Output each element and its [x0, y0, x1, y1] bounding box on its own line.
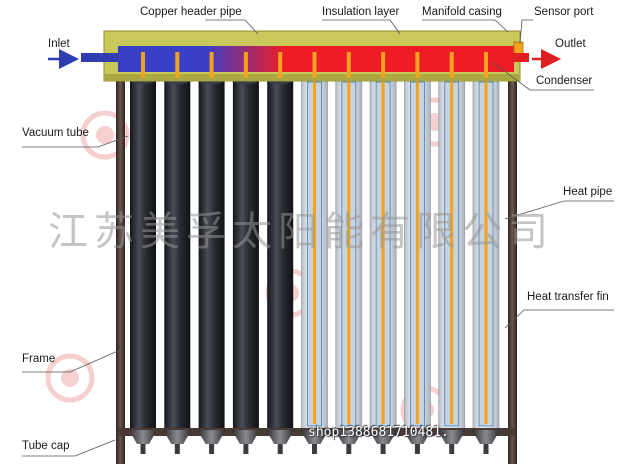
glass-tube: [403, 77, 431, 431]
condenser: [346, 52, 351, 78]
logo-watermark-icon: [45, 353, 95, 403]
leader-condenser: [491, 61, 594, 91]
leader-lines: [22, 19, 614, 457]
label-outlet: Outlet: [555, 38, 586, 50]
heat-pipe: [484, 78, 488, 424]
leader-manifold-casing: [422, 19, 509, 33]
company-watermark: 江苏美孚太阳能有限公司: [48, 209, 554, 255]
manifold-casing-shadow: [104, 74, 520, 81]
condenser: [415, 52, 420, 78]
condenser: [209, 52, 214, 78]
condenser: [141, 52, 145, 78]
glass-tube: [472, 77, 500, 431]
frame-post-right: [508, 80, 517, 464]
condenser: [484, 52, 488, 78]
condenser: [381, 52, 386, 78]
tube-row: [130, 76, 500, 431]
tube-cap: [163, 430, 192, 454]
tube-cap: [437, 430, 466, 454]
tube-cap: [266, 430, 295, 454]
heat-pipe: [347, 78, 351, 424]
tube-cap: [129, 430, 157, 454]
tube-cap: [369, 430, 398, 454]
condenser: [312, 52, 317, 78]
tube-cap: [197, 430, 226, 454]
outlet-pipe: [513, 53, 529, 62]
label-insulation-layer: Insulation layer: [322, 6, 400, 18]
glass-tube: [438, 77, 466, 431]
leader-vacuum-tube: [22, 135, 129, 148]
leader-heat-transfer-fin: [504, 309, 614, 329]
condenser: [243, 52, 248, 78]
label-condenser: Condenser: [536, 75, 593, 87]
frame-post-left: [116, 80, 125, 464]
condenser: [175, 52, 180, 78]
glass-tube: [369, 77, 397, 431]
tube-cap: [403, 430, 432, 454]
inlet-pipe: [81, 53, 119, 62]
label-copper-header-pipe: Copper header pipe: [140, 6, 242, 18]
leader-tube-cap: [22, 439, 116, 457]
heat-pipe: [415, 78, 419, 424]
vacuum-tube: [164, 76, 191, 430]
condenser-row: [141, 52, 488, 78]
leader-copper-header-pipe: [205, 19, 259, 35]
leader-frame: [22, 349, 121, 373]
label-inlet: Inlet: [48, 38, 70, 50]
leader-sensor-port: [519, 19, 533, 45]
leader-heat-pipe: [504, 200, 614, 220]
heat-pipe: [313, 78, 316, 424]
tube-cap: [334, 430, 363, 454]
label-vacuum-tube: Vacuum tube: [22, 127, 89, 139]
leader-insulation-layer: [322, 19, 401, 35]
heat-pipe: [450, 78, 454, 424]
condenser: [278, 52, 283, 78]
shop-id-watermark: shop1388681710481.: [308, 425, 449, 440]
vacuum-tube: [232, 76, 259, 430]
vacuum-tube: [130, 76, 156, 430]
tube-cap: [231, 430, 260, 454]
label-sensor-port: Sensor port: [534, 6, 594, 18]
label-tube-cap: Tube cap: [22, 440, 70, 452]
logo-watermark-icon: [80, 110, 130, 160]
condenser: [449, 52, 454, 78]
tube-caps: [129, 430, 500, 454]
glass-tube: [301, 77, 328, 431]
label-frame: Frame: [22, 353, 56, 365]
label-heat-pipe: Heat pipe: [563, 186, 613, 198]
heat-pipe: [381, 78, 385, 424]
label-heat-transfer-fin: Heat transfer fin: [527, 291, 609, 303]
tube-cap: [472, 430, 500, 454]
tube-cap: [300, 430, 329, 454]
label-manifold-casing: Manifold casing: [422, 6, 502, 18]
